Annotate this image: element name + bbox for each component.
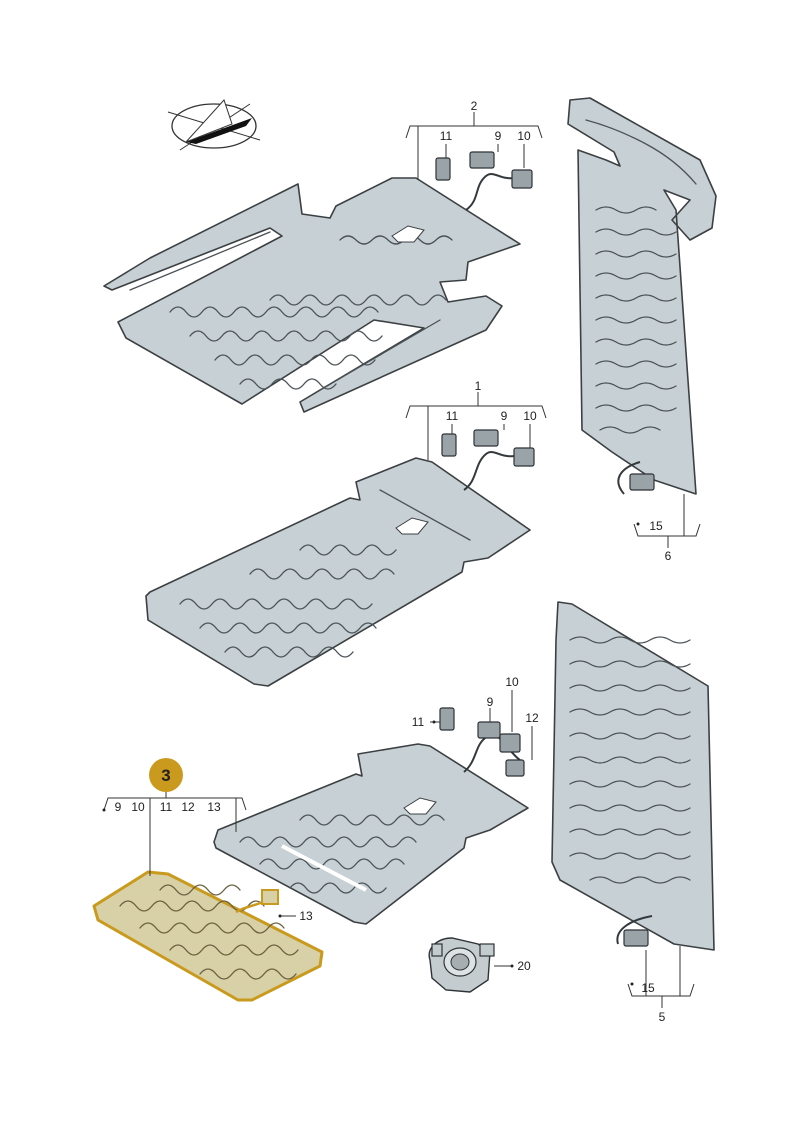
callout-20: 20 <box>494 959 531 973</box>
label-9: 9 <box>501 409 508 423</box>
label-13: 13 <box>207 800 221 814</box>
connector-icon <box>441 429 535 491</box>
callout-group-6: 15 6 <box>633 494 701 563</box>
group-1-label: 1 <box>475 379 482 393</box>
heater-mat-3-highlighted[interactable] <box>92 870 324 1002</box>
label-15: 15 <box>649 519 663 533</box>
label-12: 12 <box>525 711 539 725</box>
callout-group-3: 3 9 10 11 12 13 <box>102 758 247 876</box>
control-module-icon[interactable] <box>428 937 495 993</box>
label-11: 11 <box>446 409 459 423</box>
callout-group-4: 11 9 10 12 <box>412 675 539 760</box>
connector-icon <box>435 151 533 211</box>
badge-label: 3 <box>161 766 170 785</box>
label-9: 9 <box>495 129 502 143</box>
label-10: 10 <box>505 675 519 689</box>
label-10: 10 <box>517 129 531 143</box>
label-9: 9 <box>487 695 494 709</box>
label-10: 10 <box>523 409 537 423</box>
connector-icon <box>617 461 655 495</box>
callout-group-2: 2 11 9 10 <box>405 99 543 180</box>
callout-group-5: 15 5 <box>627 946 695 1024</box>
part-badge[interactable] <box>149 758 183 792</box>
label-13: 13 <box>299 909 313 923</box>
group-5-label: 5 <box>659 1010 666 1024</box>
label-15: 15 <box>641 981 655 995</box>
seat-heater-pad-4[interactable] <box>213 743 529 925</box>
label-20: 20 <box>517 959 531 973</box>
seat-heater-pad-1[interactable] <box>145 457 531 687</box>
callout-13: 13 <box>278 909 313 923</box>
group-6-label: 6 <box>665 549 672 563</box>
backrest-heater-pad-6[interactable] <box>567 97 717 495</box>
callout-group-1: 1 11 9 10 <box>405 379 547 460</box>
label-10: 10 <box>131 800 145 814</box>
orientation-compass-icon <box>167 99 261 151</box>
label-11: 11 <box>440 129 453 143</box>
label-12: 12 <box>181 800 195 814</box>
seat-heater-pad-2[interactable] <box>103 177 521 413</box>
label-9: 9 <box>115 800 122 814</box>
backrest-heater-pad-5[interactable] <box>551 601 715 951</box>
connector-icon <box>616 915 653 947</box>
label-11: 11 <box>160 800 173 814</box>
group-2-label: 2 <box>471 99 478 113</box>
connector-icon <box>439 707 525 777</box>
label-11: 11 <box>412 715 425 729</box>
